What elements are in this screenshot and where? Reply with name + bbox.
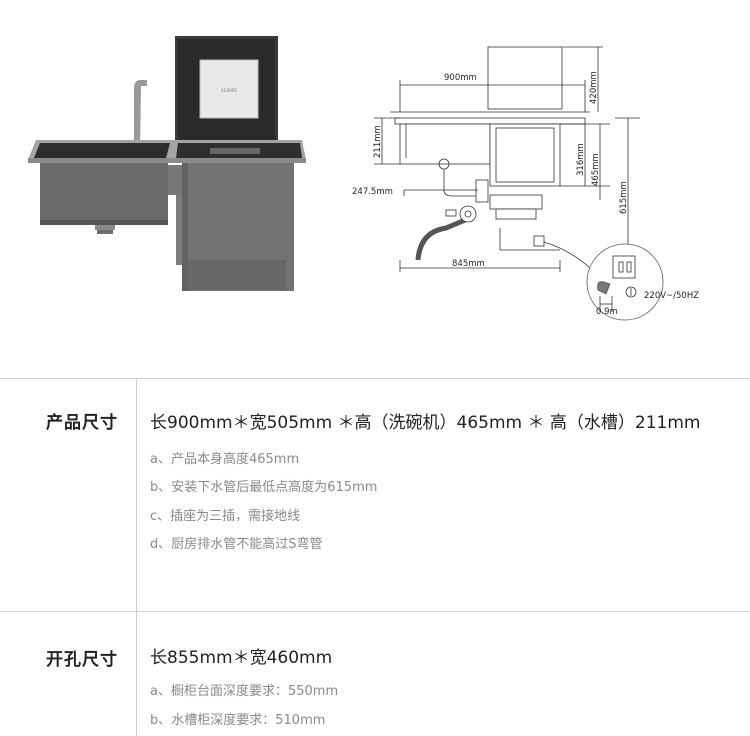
- dimension-drawing: [374, 46, 664, 321]
- dim-height-top: 420mm: [589, 71, 599, 104]
- product-size-note-d: d、厨房排水管不能高过S弯管: [150, 537, 323, 552]
- divider-vertical: [136, 378, 137, 736]
- cutout-size-main: 长855mm＊宽460mm: [150, 648, 333, 668]
- product-size-note-c: c、插座为三插，需接地线: [150, 509, 301, 524]
- dim-total-height: 615mm: [619, 181, 629, 214]
- cutout-size-note-a: a、橱柜台面深度要求：550mm: [150, 684, 339, 699]
- dim-bottom-width: 845mm: [452, 259, 485, 269]
- dim-depth-b: 465mm: [591, 153, 601, 186]
- brand-logo: SCARFE: [221, 88, 237, 93]
- product-size-label: 产品尺寸: [46, 413, 118, 433]
- product-hero-illustration: SCARFE: [28, 36, 699, 321]
- cord-length: 0.9m: [596, 307, 618, 317]
- dim-drain-offset: 247.5mm: [352, 187, 393, 197]
- product-size-note-b: b、安装下水管后最低点高度为615mm: [150, 480, 378, 495]
- cutout-size-label: 开孔尺寸: [46, 650, 118, 670]
- dim-sink-height: 211mm: [373, 125, 383, 158]
- cutout-size-note-b: b、水槽柜深度要求：510mm: [150, 713, 326, 728]
- product-render: SCARFE: [28, 36, 306, 291]
- dim-depth-a: 316mm: [576, 143, 586, 176]
- product-size-note-a: a、产品本身高度465mm: [150, 452, 300, 467]
- divider-middle: [0, 611, 750, 612]
- dim-width-top: 900mm: [444, 73, 477, 83]
- divider-top: [0, 378, 750, 379]
- power-spec: 220V~/50HZ: [644, 291, 699, 301]
- product-size-main: 长900mm＊宽505mm ＊高（洗碗机）465mm ＊ 高（水槽）211mm: [150, 413, 701, 433]
